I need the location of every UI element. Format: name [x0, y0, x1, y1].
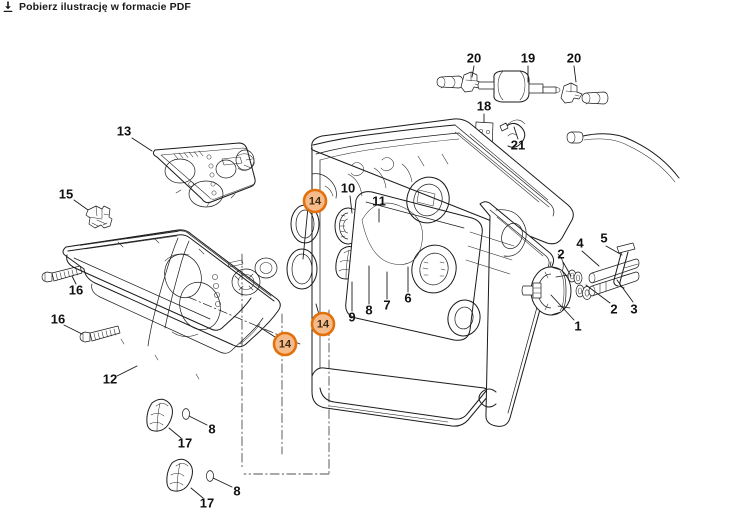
- hose-sleeve-right: [581, 91, 609, 105]
- callout-label-18: 18: [477, 98, 491, 113]
- callout-label-8: 8: [233, 483, 240, 498]
- highlighted-callout-14[interactable]: 14: [310, 311, 336, 337]
- callout-badge-label: 14: [279, 338, 292, 350]
- callout-leader: [550, 294, 575, 321]
- plug-17-lower: [166, 458, 193, 492]
- callout-label-21: 21: [511, 137, 525, 152]
- callout-leader: [616, 279, 634, 303]
- parts-illustration: 1223456788891011121315161617171819202021…: [41, 50, 680, 508]
- tube-4: [588, 258, 640, 284]
- callout-label-10: 10: [341, 180, 355, 195]
- spring-clip: [499, 119, 526, 148]
- screw-16-upper: [41, 265, 83, 283]
- callout-leader: [71, 275, 77, 285]
- strap-5: [613, 242, 639, 289]
- washer-2-lower: [575, 284, 592, 300]
- callout-leader: [471, 65, 475, 78]
- callout-badge-circle: [272, 331, 298, 357]
- callout-leader: [168, 427, 182, 439]
- callout-badge-circle: [302, 188, 328, 214]
- callout-label-19: 19: [521, 50, 535, 65]
- callout-label-3: 3: [630, 301, 637, 316]
- callout-label-7: 7: [383, 297, 390, 312]
- callout-label-13: 13: [117, 123, 131, 138]
- callout-label-5: 5: [600, 230, 607, 245]
- callout-label-16: 16: [51, 311, 65, 326]
- callout-label-1: 1: [574, 318, 581, 333]
- callout-label-4: 4: [576, 235, 584, 250]
- callout-leader: [513, 126, 519, 140]
- callout-leader: [573, 65, 577, 83]
- callout-badge-label: 14: [309, 195, 322, 207]
- callout-leader: [212, 477, 233, 488]
- fuel-pump-assembly: [521, 242, 640, 316]
- callout-label-2: 2: [610, 301, 617, 316]
- callout-label-20: 20: [467, 50, 481, 65]
- callout-leader: [188, 415, 208, 426]
- callout-leader: [585, 284, 611, 304]
- retaining-clip-15: [85, 205, 113, 229]
- hose-sleeve-left: [436, 75, 464, 89]
- valve-cover-12: [62, 229, 281, 380]
- callout-badge-circle: [310, 311, 336, 337]
- callout-leaders: [63, 65, 634, 499]
- download-pdf-bar[interactable]: Pobierz ilustrację w formacie PDF: [0, 0, 740, 14]
- pump-body-1: [521, 266, 572, 316]
- callout-label-15: 15: [59, 186, 73, 201]
- callout-leader: [605, 245, 623, 256]
- callout-label-20: 20: [567, 50, 581, 65]
- gasket-plate-13: [152, 142, 256, 208]
- highlighted-callout-14[interactable]: 14: [302, 188, 328, 214]
- highlighted-callouts[interactable]: 14 14 14: [272, 188, 336, 357]
- fuel-filter-body: [477, 70, 561, 103]
- fuel-filter-assembly: [436, 70, 609, 151]
- callout-leader: [562, 261, 572, 277]
- callout-label-8: 8: [208, 421, 215, 436]
- oring-14-lower: [286, 248, 318, 290]
- callout-leader: [73, 199, 89, 211]
- callout-label-16: 16: [69, 282, 83, 297]
- callout-leader: [63, 324, 83, 335]
- callout-label-17: 17: [200, 495, 214, 508]
- callout-leader: [131, 137, 153, 152]
- callout-leader: [302, 206, 309, 260]
- callout-label-9: 9: [348, 309, 355, 324]
- callout-leader: [190, 487, 204, 499]
- callout-leader: [581, 250, 600, 267]
- plug-17-upper: [146, 398, 173, 432]
- callout-label-2: 2: [557, 246, 564, 261]
- callout-label-8: 8: [365, 302, 372, 317]
- oring-8-lower: [206, 470, 214, 482]
- vent-hose: [566, 131, 680, 183]
- callout-label-6: 6: [404, 290, 411, 305]
- callout-label-17: 17: [178, 435, 192, 450]
- callout-leader: [349, 195, 353, 214]
- callout-label-12: 12: [103, 371, 117, 386]
- oring-8-upper: [182, 408, 190, 420]
- engine-housing: [310, 118, 574, 427]
- callout-badge-label: 14: [317, 318, 330, 330]
- callout-leader: [116, 365, 138, 377]
- screw-16-lower: [79, 325, 121, 343]
- download-icon: [3, 1, 13, 13]
- highlighted-callout-14[interactable]: 14: [272, 331, 298, 357]
- download-pdf-label: Pobierz ilustrację w formacie PDF: [19, 1, 191, 13]
- callout-label-11: 11: [372, 193, 386, 208]
- callout-leader: [257, 325, 279, 340]
- hose-clamp-right: [560, 82, 583, 104]
- washer-2-upper: [567, 269, 583, 285]
